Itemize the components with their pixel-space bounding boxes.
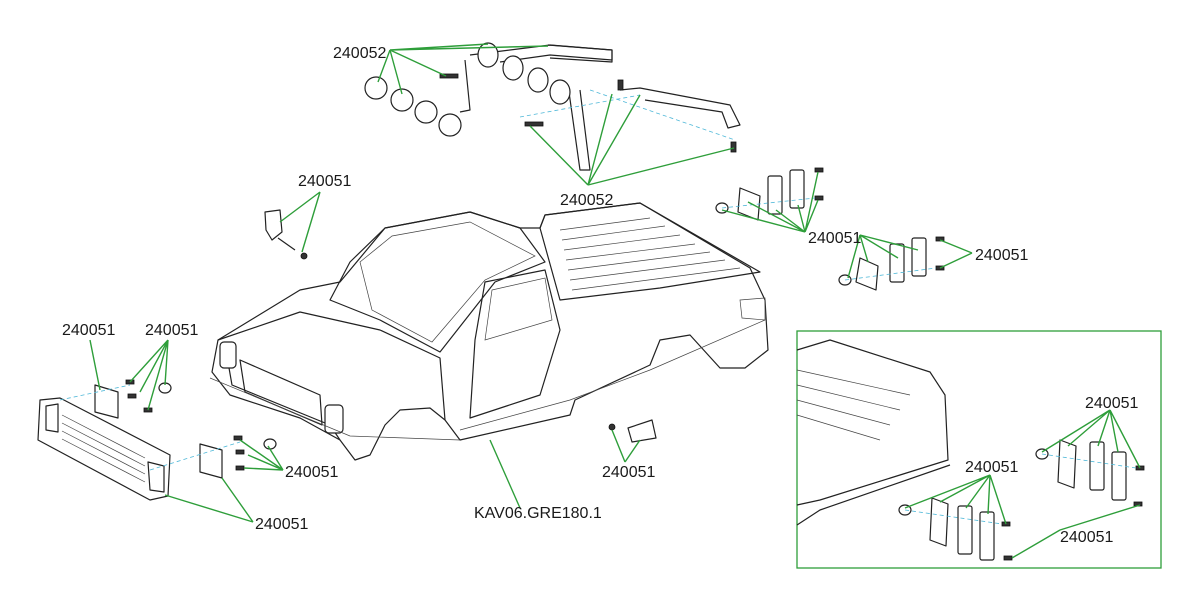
label-inset-middle: 240051: [965, 459, 1018, 476]
label-grille-screws: 240051: [145, 322, 198, 339]
label-mirror: 240051: [298, 173, 351, 190]
label-grille-bottom: 240051: [255, 516, 308, 533]
label-tail-light-upper-right: 240051: [975, 247, 1028, 264]
label-light-bar-bottom: 240052: [560, 192, 613, 209]
screw-icons: [439, 73, 737, 153]
light-bar: [364, 42, 741, 171]
grille-part: [37, 379, 277, 501]
label-door-mirror: 240051: [602, 464, 655, 481]
door-mirror-part: [608, 419, 657, 443]
truck-body: [209, 202, 769, 461]
grille-slats: [61, 414, 146, 483]
tail-light-parts-upper: [715, 167, 945, 291]
label-inset-lower: 240051: [1060, 529, 1113, 546]
mirror-part: [264, 209, 308, 260]
bed-ribs: [559, 217, 741, 291]
part-labels: 240052 240052 240051 240051 240051 24005…: [62, 45, 1138, 546]
leader-lines: [89, 43, 1141, 559]
label-light-bar-top: 240052: [333, 45, 386, 62]
label-headlight-right: 240051: [285, 464, 338, 481]
label-inset-upper: 240051: [1085, 395, 1138, 412]
label-tail-light-upper-left: 240051: [808, 230, 861, 247]
label-grille-left: 240051: [62, 322, 115, 339]
label-body: KAV06.GRE180.1: [474, 505, 602, 522]
